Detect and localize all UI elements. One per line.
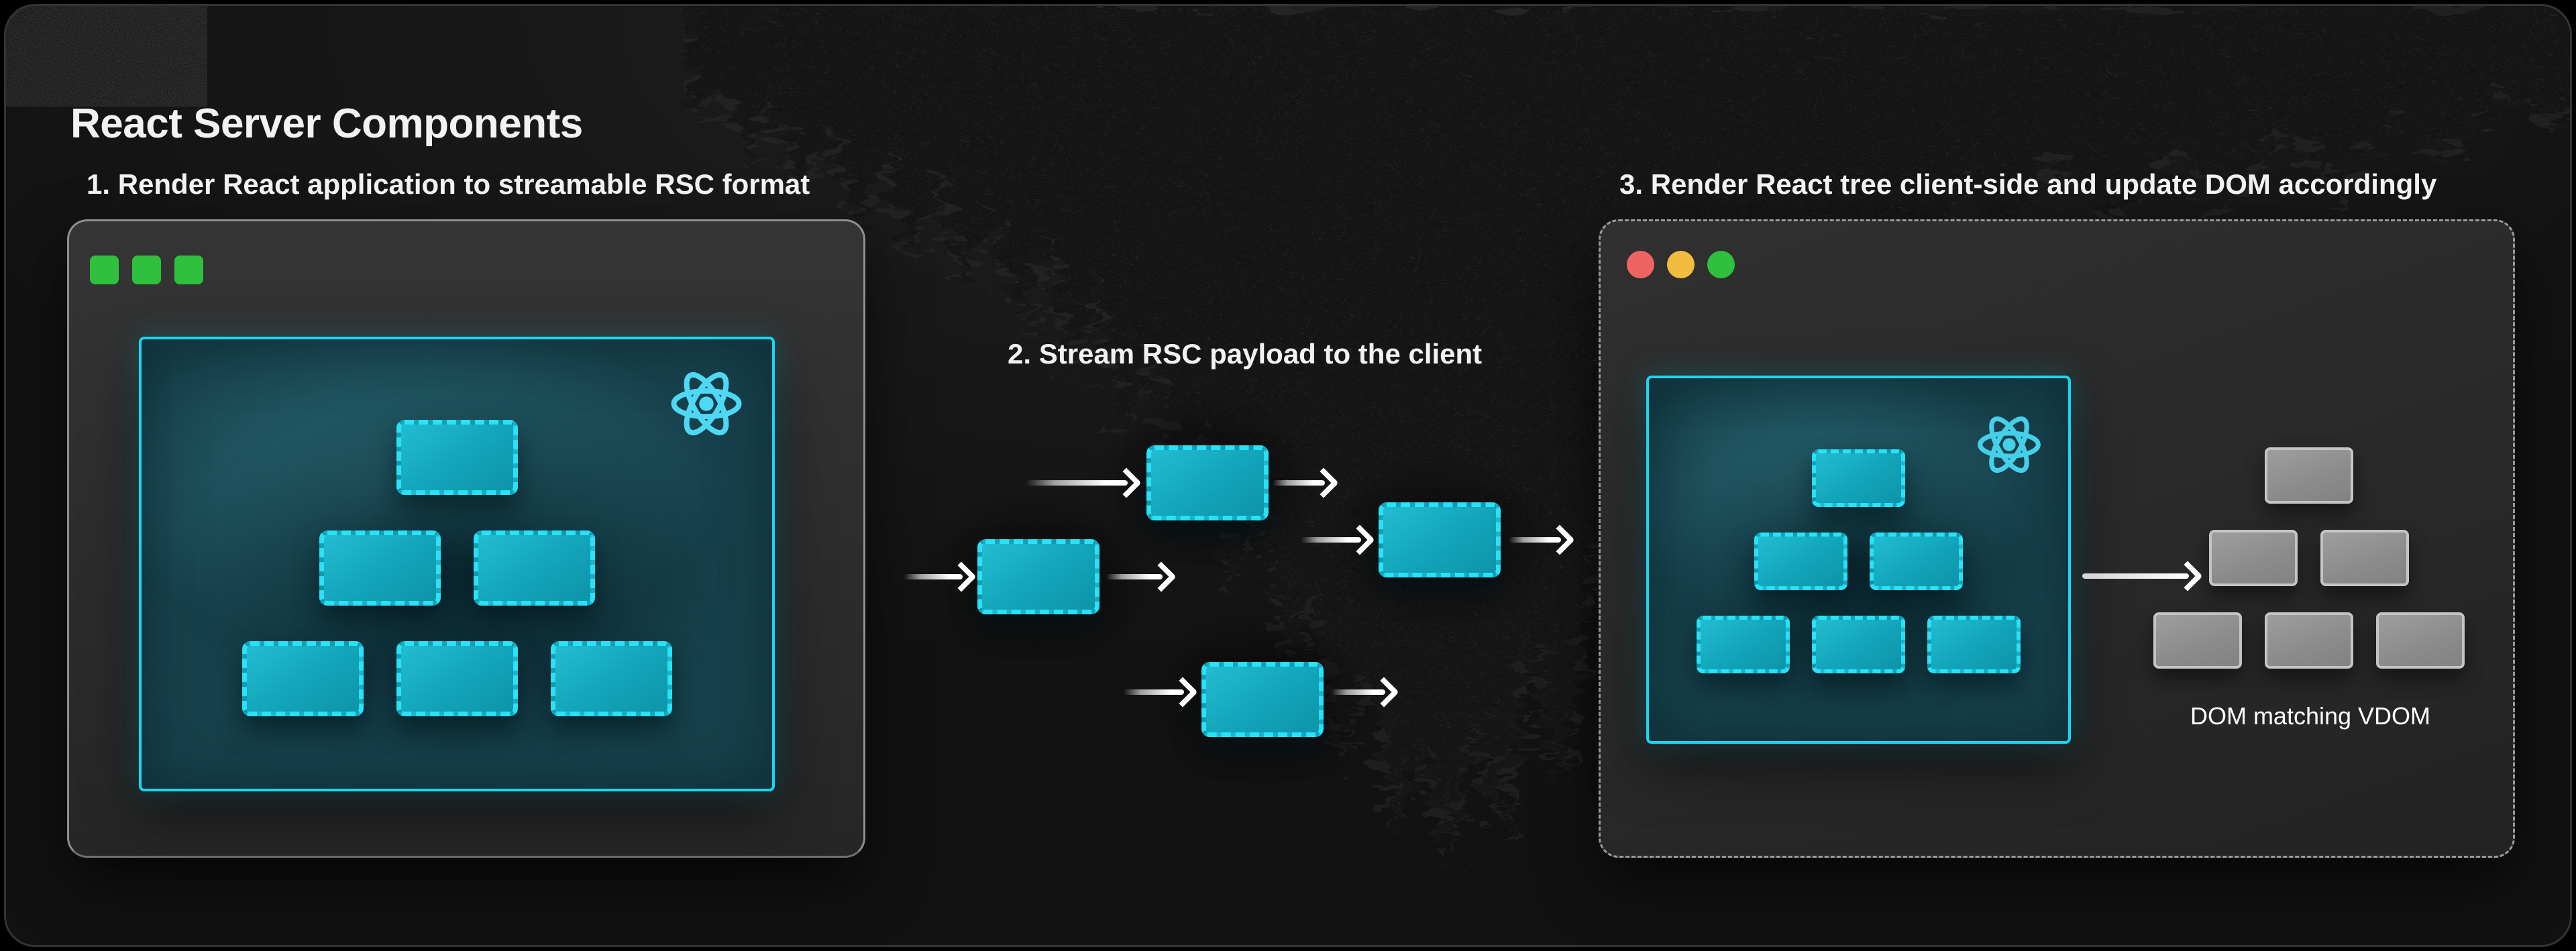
- server-component-node: [319, 530, 441, 606]
- vdom-panel: [1646, 376, 2071, 744]
- green-light-icon: [90, 256, 119, 284]
- arrow-head-icon: [1368, 677, 1399, 708]
- vdom-node: [1927, 616, 2021, 673]
- arrow-shaft: [1332, 689, 1385, 695]
- rsc-chunk: [1093, 392, 1322, 574]
- step2-label: 2. Stream RSC payload to the client: [1008, 338, 1483, 370]
- arrow-shaft: [1301, 537, 1361, 543]
- arrow-head-icon: [1111, 467, 1142, 498]
- flow-arrow: [1273, 467, 1339, 498]
- flow-arrow: [904, 561, 977, 592]
- tree-row: [319, 530, 595, 606]
- server-component-node: [241, 641, 364, 716]
- react-atom-icon: [671, 372, 742, 436]
- dom-node: [2153, 612, 2242, 669]
- vdom-tree: [1649, 449, 2068, 673]
- dom-node: [2265, 447, 2353, 504]
- arrow-head-icon: [1308, 467, 1339, 498]
- arrow-shaft: [1026, 480, 1128, 486]
- dom-node: [2320, 530, 2409, 586]
- vdom-node: [1812, 449, 1905, 507]
- red-light-icon: [1627, 251, 1654, 278]
- arrow-shaft: [1106, 574, 1163, 579]
- dom-node: [2265, 612, 2353, 669]
- arrow-shaft: [1509, 537, 1561, 543]
- arrow-shaft: [2082, 573, 2189, 579]
- flow-arrow: [1124, 677, 1198, 708]
- flow-arrow: [1301, 524, 1375, 555]
- server-component-node: [473, 530, 595, 606]
- vdom-node: [1754, 533, 1847, 590]
- server-window: [67, 219, 865, 858]
- server-component-node: [396, 420, 518, 495]
- arrow-head-icon: [1167, 677, 1198, 708]
- arrow-head-icon: [1544, 524, 1575, 555]
- rsc-chunk: [1325, 449, 1554, 631]
- arrow-head-icon: [1146, 561, 1177, 592]
- arrow-head-icon: [946, 561, 977, 592]
- vdom-node: [1870, 533, 1963, 590]
- dom-caption: DOM matching VDOM: [2190, 702, 2431, 730]
- green-light-icon: [174, 256, 203, 284]
- tree-row: [1812, 449, 1905, 507]
- rsc-chunk: [1148, 608, 1377, 791]
- dom-node: [2209, 530, 2298, 586]
- tree-row: [1754, 533, 1963, 590]
- flow-arrow: [2082, 561, 2203, 592]
- arrow-shaft: [1124, 689, 1184, 695]
- flow-arrow: [1332, 677, 1399, 708]
- rsc-chunk: [924, 486, 1153, 668]
- rsc-chunk-node: [1379, 502, 1501, 577]
- flow-arrow: [1509, 524, 1575, 555]
- tree-row: [1697, 616, 2021, 673]
- flow-arrow: [1106, 561, 1177, 592]
- server-component-tree: [142, 420, 772, 716]
- tree-row: [2153, 612, 2465, 669]
- vdom-node: [1697, 616, 1790, 673]
- tree-row: [2265, 447, 2353, 504]
- vdom-node: [1812, 616, 1905, 673]
- server-window-controls: [90, 256, 203, 284]
- arrow-head-icon: [1344, 524, 1375, 555]
- tree-row: [2209, 530, 2409, 586]
- page-title: React Server Components: [70, 100, 583, 147]
- arrow-shaft: [1273, 480, 1325, 486]
- arrow-shaft: [904, 574, 963, 579]
- react-atom-icon: [1978, 416, 2041, 473]
- step3-label: 3. Render React tree client-side and upd…: [1619, 168, 2437, 200]
- green-light-icon: [132, 256, 161, 284]
- step1-label: 1. Render React application to streamabl…: [87, 168, 810, 200]
- amber-light-icon: [1667, 251, 1695, 278]
- client-window-controls: [1627, 251, 1735, 278]
- flow-arrow: [1026, 467, 1142, 498]
- server-component-node: [396, 641, 518, 716]
- dom-node: [2376, 612, 2465, 669]
- dom-tree: [2153, 447, 2465, 669]
- grain-overlay: [6, 6, 207, 107]
- arrow-head-icon: [2172, 561, 2203, 592]
- tree-row: [241, 641, 672, 716]
- react-app-panel: [139, 337, 775, 791]
- tree-row: [396, 420, 518, 495]
- server-component-node: [550, 641, 672, 716]
- diagram-frame: React Server Components 1. Render React …: [4, 4, 2572, 947]
- rsc-chunk-node: [977, 539, 1099, 614]
- rsc-chunk-node: [1201, 662, 1324, 737]
- green-light-icon: [1707, 251, 1735, 278]
- rsc-chunk-node: [1146, 445, 1269, 520]
